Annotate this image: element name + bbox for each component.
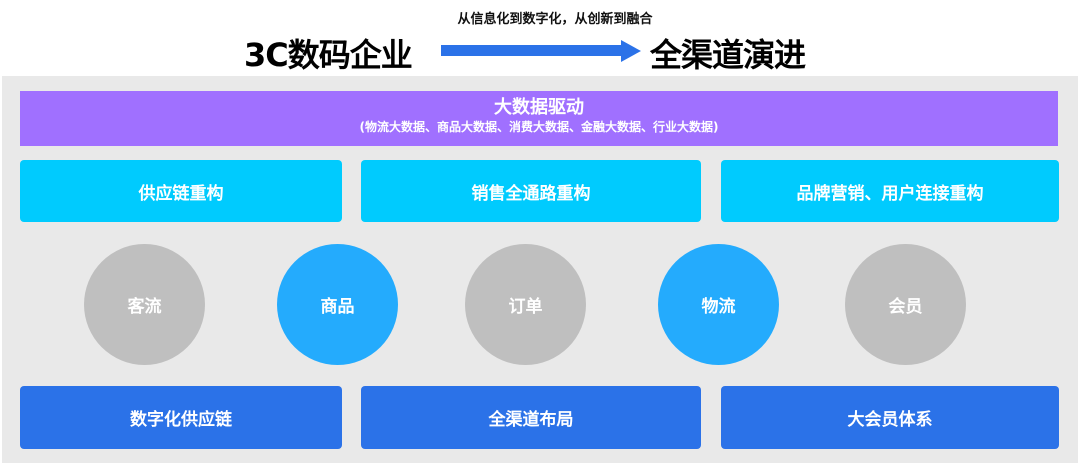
big-data-subtitle: (物流大数据、商品大数据、消费大数据、金融大数据、行业大数据) [359,120,719,134]
restructure-box-sales-channel: 销售全通路重构 [361,160,701,222]
element-circle-traffic: 客流 [84,244,205,365]
outcome-box-membership: 大会员体系 [721,386,1059,449]
big-data-bar: 大数据驱动 (物流大数据、商品大数据、消费大数据、金融大数据、行业大数据) [20,91,1058,146]
element-circle-logistics: 物流 [658,244,779,365]
element-circle-order: 订单 [465,244,586,365]
title-right: 全渠道演进 [650,36,806,74]
outcome-box-omnichannel: 全渠道布局 [361,386,701,449]
restructure-box-brand-user: 品牌营销、用户连接重构 [721,160,1059,222]
restructure-box-supply-chain: 供应链重构 [20,160,342,222]
header-subtitle: 从信息化到数字化，从创新到融合 [457,12,653,27]
element-circle-product: 商品 [277,244,398,365]
outcome-box-digital-supply-chain: 数字化供应链 [20,386,342,449]
right-arrow-icon [441,40,641,62]
title-left: 3C数码企业 [244,36,413,74]
element-circle-member: 会员 [845,244,966,365]
big-data-title: 大数据驱动 [494,97,584,118]
